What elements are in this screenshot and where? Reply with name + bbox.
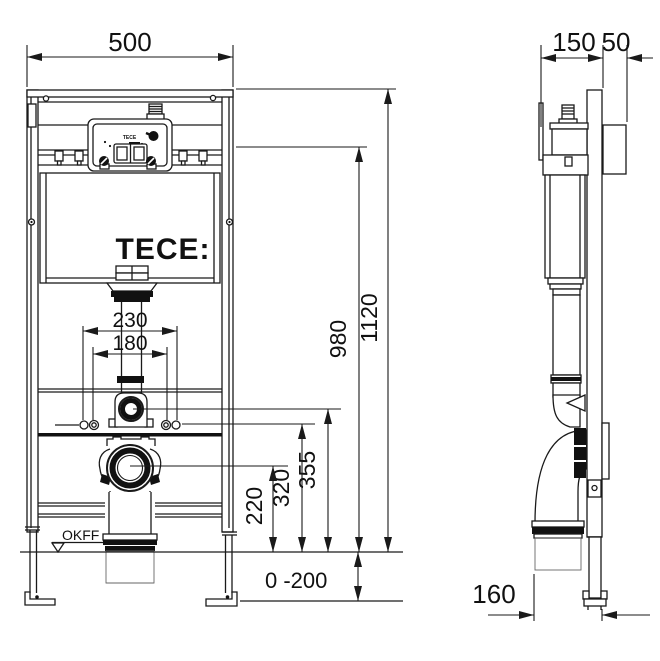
wall-spacer <box>601 422 610 480</box>
frame-hole-right <box>209 94 217 102</box>
rail-screw <box>27 218 234 226</box>
dim-flush-pipe: 230 <box>112 309 147 332</box>
dim-outlet-height: 220 <box>241 487 267 525</box>
valve-knob <box>148 131 159 141</box>
actuation-box-side <box>602 124 627 175</box>
dim-bolt-spacing: 180 <box>112 332 147 355</box>
level-symbol <box>50 542 66 554</box>
dim-width: 500 <box>108 27 151 57</box>
adjustable-legs <box>24 526 238 607</box>
floor-level: OKFF <box>20 527 403 602</box>
cistern-side <box>542 104 589 296</box>
dim-leg-adjustment: 0 -200 <box>265 568 327 593</box>
brand-logo: TECE: <box>116 233 211 266</box>
waste-outlet-front <box>98 444 162 503</box>
cistern-front: TECE: <box>39 172 221 284</box>
dim-total-height: 1120 <box>356 293 382 342</box>
dim-flush-bend-height: 355 <box>294 451 320 489</box>
dim-rail-height: 320 <box>268 469 294 507</box>
waste-elbow-side <box>531 422 610 571</box>
wall-rail-side <box>586 89 603 538</box>
front-view: TECE: <box>20 27 403 607</box>
dimensions-side: 150 50 160 <box>472 27 653 621</box>
unit-screws <box>99 156 157 170</box>
flush-unit-box: TECE <box>87 103 173 172</box>
dimensions-front: 500 230 180 1120 980 355 320 <box>26 27 396 601</box>
foot-right <box>205 591 238 607</box>
frame-structure <box>26 89 234 533</box>
pipe-clip-flag <box>565 393 586 413</box>
mounting-tabs <box>54 150 208 166</box>
flush-pipe-side <box>550 294 586 428</box>
unit-brand-mark: TECE <box>123 135 137 141</box>
floor-level-label: OKFF <box>62 527 99 543</box>
outlet-pipe-side <box>534 537 582 571</box>
dim-outlet-depth: 160 <box>472 579 515 609</box>
water-inlet-stub <box>561 104 575 120</box>
rail-bracket-plate <box>27 103 37 128</box>
outlet-bracket <box>106 436 156 446</box>
waste-pipe-front <box>102 492 158 584</box>
leg-side <box>582 536 608 610</box>
flush-bend <box>108 392 154 428</box>
dim-frame-depth: 150 <box>552 27 595 57</box>
flush-pipe-front <box>105 265 159 393</box>
leader-lines <box>130 408 341 467</box>
dim-front-offset: 50 <box>602 27 631 57</box>
side-view: 150 50 160 <box>472 27 653 621</box>
frame-hole-left <box>42 95 50 102</box>
foot-left <box>24 591 56 606</box>
foot-side <box>583 598 607 607</box>
dim-upper-height: 980 <box>325 320 351 358</box>
fixing-holes <box>55 419 181 431</box>
